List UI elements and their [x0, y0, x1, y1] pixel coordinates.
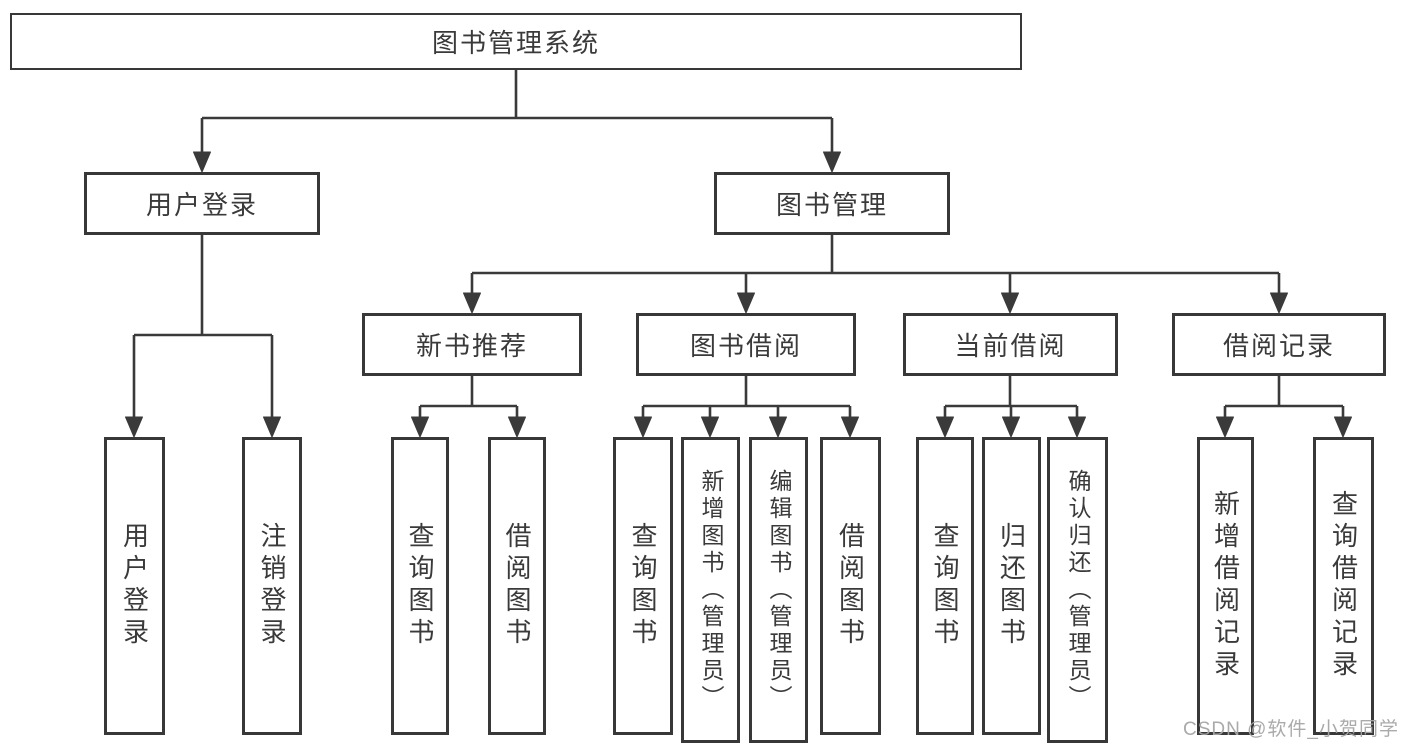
leaf-logout: 注销登录 [242, 437, 302, 735]
leaf-return-books: 归还图书 [982, 437, 1041, 735]
node-current-borrowing: 当前借阅 [903, 313, 1118, 376]
node-root-label: 图书管理系统 [431, 28, 600, 58]
leaf-user-login-label: 用户登录 [119, 522, 150, 650]
leaf-borrow-books-label: 借阅图书 [835, 522, 866, 650]
leaf-query-borrow-record: 查询借阅记录 [1313, 437, 1374, 735]
leaf-logout-label: 注销登录 [257, 522, 287, 650]
node-borrow-records-label: 借阅记录 [1222, 331, 1335, 361]
node-book-management: 图书管理 [714, 172, 950, 235]
leaf-query-borrow-record-label: 查询借阅记录 [1328, 490, 1359, 682]
leaf-query-books-current-label: 查询图书 [930, 522, 960, 650]
node-user-login-label: 用户登录 [145, 190, 258, 220]
leaf-query-books-borrow-label: 查询图书 [628, 522, 658, 650]
leaf-query-books-current: 查询图书 [916, 437, 974, 735]
leaf-borrow-books-recommend: 借阅图书 [488, 437, 546, 735]
leaf-add-borrow-record: 新增借阅记录 [1197, 437, 1254, 735]
leaf-edit-books-admin-label: 编辑图书（管理员） [766, 468, 792, 712]
node-borrow-records: 借阅记录 [1172, 313, 1386, 376]
node-book-borrowing: 图书借阅 [636, 313, 856, 376]
leaf-query-books-recommend: 查询图书 [391, 437, 449, 735]
node-current-borrowing-label: 当前借阅 [954, 331, 1067, 361]
leaf-borrow-books-recommend-label: 借阅图书 [502, 522, 532, 650]
csdn-watermark: CSDN @软件_小贺同学 [1183, 719, 1399, 740]
node-book-borrowing-label: 图书借阅 [689, 331, 802, 361]
leaf-add-books-admin: 新增图书（管理员） [681, 437, 740, 743]
leaf-confirm-return-admin-label: 确认归还（管理员） [1065, 468, 1091, 712]
node-book-management-label: 图书管理 [775, 190, 888, 220]
node-user-login: 用户登录 [84, 172, 320, 235]
leaf-add-books-admin-label: 新增图书（管理员） [698, 468, 724, 712]
leaf-query-books-borrow: 查询图书 [613, 437, 673, 735]
node-new-book-recommend-label: 新书推荐 [415, 331, 528, 361]
leaf-add-borrow-record-label: 新增借阅记录 [1210, 490, 1241, 682]
leaf-borrow-books: 借阅图书 [820, 437, 881, 735]
node-root: 图书管理系统 [10, 13, 1022, 70]
leaf-query-books-recommend-label: 查询图书 [405, 522, 435, 650]
node-new-book-recommend: 新书推荐 [362, 313, 582, 376]
leaf-return-books-label: 归还图书 [996, 522, 1027, 650]
leaf-edit-books-admin: 编辑图书（管理员） [749, 437, 808, 743]
leaf-user-login: 用户登录 [104, 437, 165, 735]
leaf-confirm-return-admin: 确认归还（管理员） [1047, 437, 1108, 743]
